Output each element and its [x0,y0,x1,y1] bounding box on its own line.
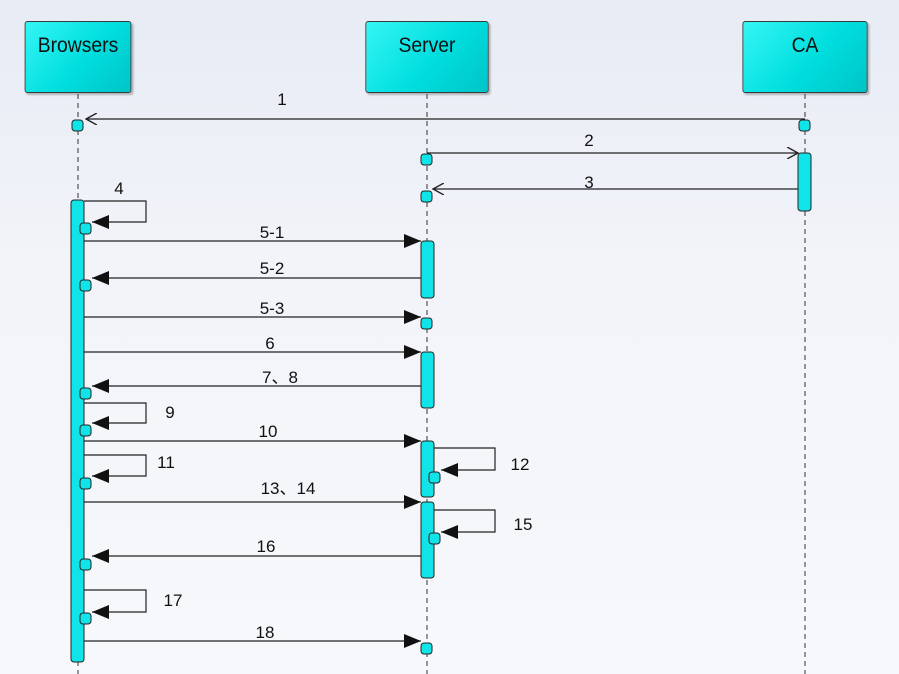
connection-point [79,387,92,400]
participant-label: CA [791,34,819,57]
message-label: 6 [265,334,274,353]
connection-point [428,532,441,545]
activation-bar-server [420,440,435,498]
connection-point [79,558,92,571]
connection-point [420,153,433,166]
message-label: 7、8 [262,368,298,387]
message-label: 3 [584,173,593,192]
message-label: 17 [164,591,183,610]
connection-points [71,119,811,655]
message-label: 18 [256,623,275,642]
message-label: 2 [584,131,593,150]
participant-server[interactable]: Server [365,21,489,93]
participant-ca[interactable]: CA [742,21,868,93]
message-label: 9 [165,403,174,422]
self-message-arrow [84,200,147,229]
participant-label: Server [398,34,456,57]
connection-point [71,119,84,132]
connection-point [420,190,433,203]
message-label: 12 [511,455,530,474]
connection-point [798,119,811,132]
self-message-arrow [84,454,147,483]
message-label: 1 [277,90,286,109]
activation-bar-server [420,351,435,409]
connection-point [79,477,92,490]
connection-point [79,279,92,292]
activation-bar-ca [797,152,812,212]
message-label: 5-2 [260,259,285,278]
activation-bar-server [420,240,435,299]
self-message-arrow [84,589,147,619]
connection-point [420,642,433,655]
message-label: 5-3 [260,299,285,318]
connection-point [79,222,92,235]
message-label: 5-1 [260,223,285,242]
connection-point [79,612,92,625]
message-label: 10 [259,422,278,441]
participant-label: Browsers [37,34,119,57]
message-label: 16 [257,537,276,556]
message-label: 4 [114,179,123,198]
connection-point [79,424,92,437]
connection-point [420,317,433,330]
self-message-arrow [434,447,496,477]
participant-browsers[interactable]: Browsers [24,21,132,93]
message-label: 15 [514,515,533,534]
message-label: 13、14 [261,479,316,498]
self-message-arrow [434,509,496,539]
self-message-arrow [84,402,147,430]
connection-point [428,471,441,484]
message-label: 11 [157,453,175,472]
